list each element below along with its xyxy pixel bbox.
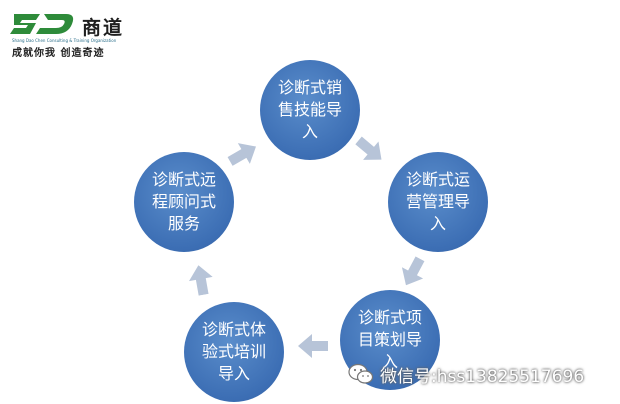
node-remote-consulting: 诊断式远程顾问式服务 — [134, 152, 234, 252]
arrow-icon — [189, 265, 213, 296]
logo-slogan: 成就你我 创造奇迹 — [12, 48, 105, 59]
node-label: 诊断式远程顾问式服务 — [151, 170, 216, 233]
node-label: 诊断式运营管理导入 — [405, 170, 470, 233]
wechat-icon — [348, 363, 374, 384]
arrow-icon — [298, 334, 328, 358]
node-experiential-training: 诊断式体验式培训导入 — [184, 302, 284, 402]
arrow-icon — [227, 143, 256, 166]
node-label: 诊断式销售技能导入 — [277, 78, 342, 141]
arrow-icon — [401, 256, 425, 286]
logo: 商道 Shang Dao Chen Consulting & Training … — [10, 10, 170, 59]
node-operations-management: 诊断式运营管理导入 — [388, 152, 488, 252]
node-label: 诊断式项目策划导入 — [357, 308, 422, 371]
logo-english: Shang Dao Chen Consulting & Training Org… — [12, 38, 117, 43]
node-label: 诊断式体验式培训导入 — [201, 320, 266, 383]
wechat-watermark: 微信号:hss13825517696 — [348, 360, 612, 388]
logo-name: 商道 — [82, 17, 125, 39]
wechat-id: 微信号:hss13825517696 — [380, 366, 585, 387]
node-sales-skills: 诊断式销售技能导入 — [260, 60, 360, 160]
logo-mark — [10, 14, 74, 34]
arrow-icon — [355, 136, 382, 160]
